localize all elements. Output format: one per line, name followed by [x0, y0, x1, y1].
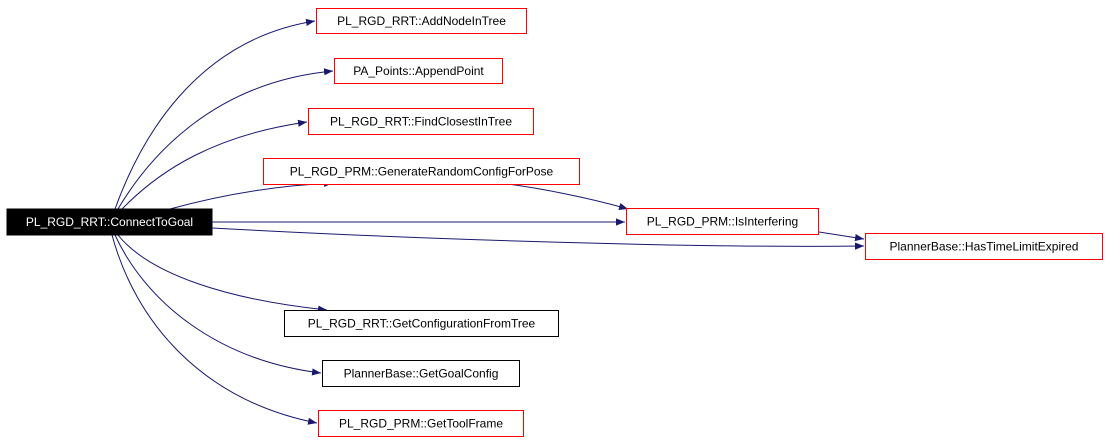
node-label: PA_Points::AppendPoint [353, 64, 484, 78]
edge-root-to-has-time-limit [211, 227, 865, 250]
node-label: PlannerBase::HasTimeLimitExpired [890, 240, 1079, 254]
node-label: PL_RGD_RRT::GetConfigurationFromTree [308, 317, 536, 331]
edge-root-to-gen-random [169, 179, 334, 210]
edges [111, 18, 865, 425]
node-has-time-limit-expired[interactable]: PlannerBase::HasTimeLimitExpired [865, 233, 1103, 260]
node-generate-random-config-for-pose[interactable]: PL_RGD_PRM::GenerateRandomConfigForPose [263, 158, 580, 185]
edge-root-to-find-closest [121, 119, 308, 210]
node-label: PL_RGD_RRT::FindClosestInTree [330, 115, 512, 129]
node-label: PL_RGD_RRT::AddNodeInTree [337, 14, 506, 28]
node-find-closest-in-tree[interactable]: PL_RGD_RRT::FindClosestInTree [308, 108, 534, 135]
edge-is-interfering-to-has-time-limit [818, 231, 865, 242]
node-label: PL_RGD_PRM::IsInterfering [647, 215, 798, 229]
node-label: PL_RGD_RRT::ConnectToGoal [26, 215, 193, 229]
node-add-node-in-tree[interactable]: PL_RGD_RRT::AddNodeInTree [316, 8, 527, 34]
node-is-interfering[interactable]: PL_RGD_PRM::IsInterfering [626, 208, 819, 235]
node-append-point[interactable]: PA_Points::AppendPoint [334, 58, 503, 84]
node-get-configuration-from-tree[interactable]: PL_RGD_RRT::GetConfigurationFromTree [284, 310, 559, 337]
node-label: PlannerBase::GetGoalConfig [344, 367, 499, 381]
node-connect-to-goal[interactable]: PL_RGD_RRT::ConnectToGoal [6, 208, 213, 236]
edge-gen-random-to-is-interfering [499, 182, 629, 210]
edge-root-to-append-point [117, 68, 334, 210]
node-label: PL_RGD_PRM::GenerateRandomConfigForPose [290, 165, 554, 179]
node-get-goal-config[interactable]: PlannerBase::GetGoalConfig [322, 360, 520, 387]
node-get-tool-frame[interactable]: PL_RGD_PRM::GetToolFrame [318, 410, 524, 437]
edge-root-to-get-tool [111, 234, 318, 425]
edge-root-to-get-goal [114, 234, 322, 376]
edge-root-to-get-config [117, 234, 328, 313]
edge-root-to-add-node [114, 18, 316, 210]
node-label: PL_RGD_PRM::GetToolFrame [339, 417, 503, 431]
